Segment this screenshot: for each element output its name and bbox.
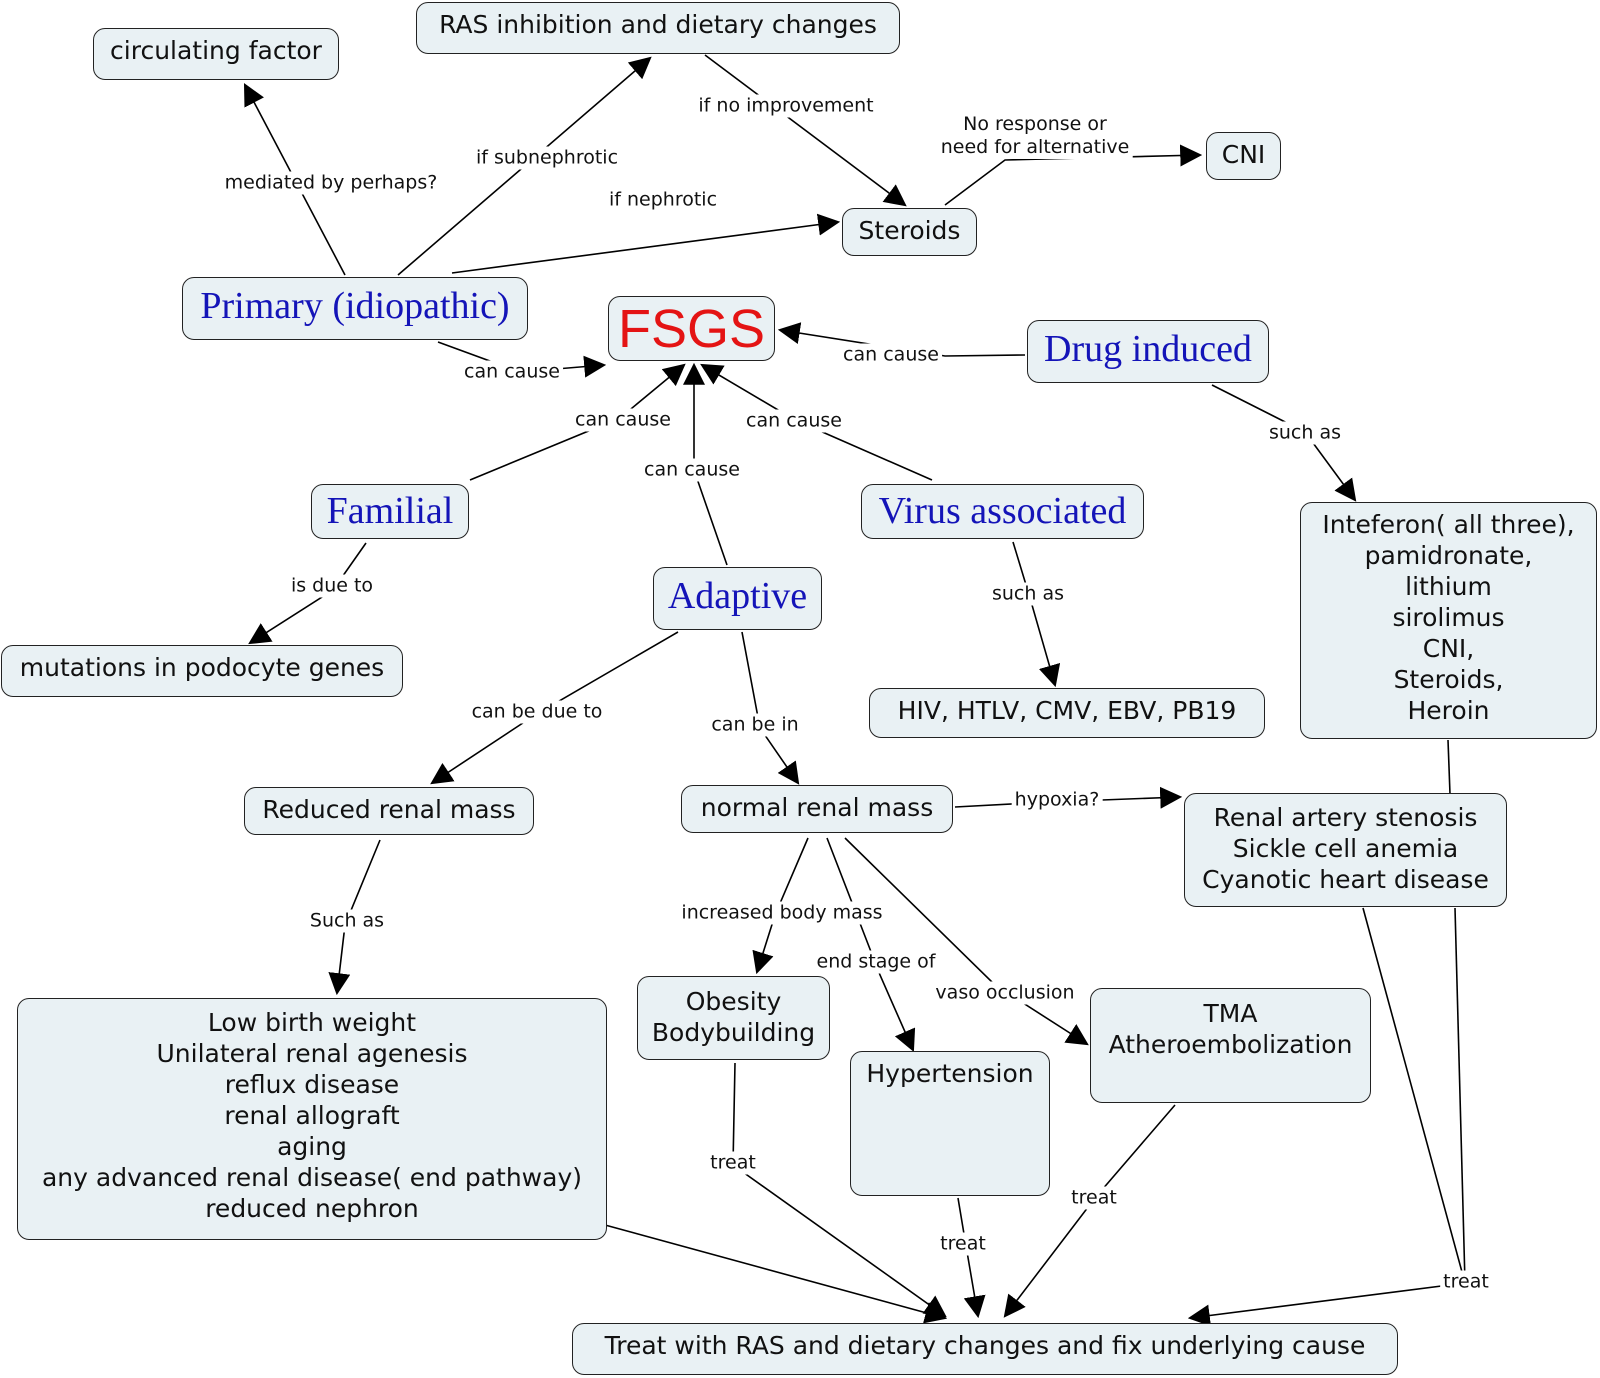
link-can-be-in: can be in	[708, 713, 802, 737]
concept-mutations-podocyte[interactable]: mutations in podocyte genes	[1, 645, 403, 697]
link-is-due-to: is due to	[287, 574, 377, 598]
link-treat-hypoxia: treat	[1440, 1270, 1492, 1294]
concept-obesity-bodybuilding[interactable]: Obesity Bodybuilding	[637, 976, 830, 1060]
link-adaptive-can-cause: can cause	[641, 458, 743, 482]
concept-reduced-mass-causes[interactable]: Low birth weight Unilateral renal agenes…	[17, 998, 607, 1240]
edge-virus-such-as	[1012, 541, 1061, 688]
edge-no-response	[944, 144, 1203, 206]
concept-drug-induced[interactable]: Drug induced	[1027, 320, 1269, 383]
link-drug-can-cause: can cause	[840, 343, 942, 367]
link-vaso-occlusion: vaso occlusion	[932, 981, 1078, 1005]
edge-drugs-to-hypoxia	[1447, 739, 1451, 795]
link-no-response: No response or need for alternative	[937, 113, 1133, 159]
link-treat-hypertension: treat	[937, 1232, 989, 1256]
concept-treatment[interactable]: Treat with RAS and dietary changes and f…	[572, 1323, 1398, 1375]
edge-vaso-occlusion	[844, 837, 1089, 1046]
link-treat-obesity: treat	[707, 1151, 759, 1175]
link-end-stage-of: end stage of	[813, 950, 939, 974]
edge-end-stage-of	[826, 837, 916, 1053]
concept-steroids[interactable]: Steroids	[842, 208, 977, 256]
concept-drugs-list[interactable]: Inteferon( all three), pamidronate, lith…	[1300, 502, 1597, 739]
link-if-subnephrotic: if subnephrotic	[472, 146, 622, 170]
link-virus-such-as: such as	[988, 582, 1068, 606]
concept-circulating-factor[interactable]: circulating factor	[93, 28, 339, 80]
edge-hypertension-treat	[957, 1197, 986, 1319]
link-familial-can-cause: can cause	[572, 408, 674, 432]
concept-reduced-renal-mass[interactable]: Reduced renal mass	[244, 787, 534, 835]
link-drug-such-as: such as	[1265, 421, 1345, 445]
link-mediated-by: mediated by perhaps?	[221, 171, 441, 195]
concept-viruses-list[interactable]: HIV, HTLV, CMV, EBV, PB19	[869, 688, 1265, 738]
link-such-as-reduced: Such as	[306, 909, 388, 933]
concept-familial[interactable]: Familial	[311, 484, 469, 539]
edge-if-no-improvement	[704, 54, 907, 207]
concept-tma-atheroembolization[interactable]: TMA Atheroembolization	[1090, 988, 1371, 1103]
edge-drug-can-cause	[777, 322, 1026, 357]
link-increased-body-mass: increased body mass	[678, 901, 886, 925]
concept-normal-renal-mass[interactable]: normal renal mass	[681, 785, 953, 833]
edge-hypoxia-treat-a	[1362, 907, 1466, 1284]
concept-hypoxia-causes[interactable]: Renal artery stenosis Sickle cell anemia…	[1184, 793, 1507, 907]
edge-hypoxia-treat-b	[1454, 907, 1466, 1284]
concept-fsgs[interactable]: FSGS	[608, 296, 775, 361]
link-if-nephrotic: if nephrotic	[605, 188, 721, 212]
concept-primary-idiopathic[interactable]: Primary (idiopathic)	[182, 277, 528, 340]
concept-virus-associated[interactable]: Virus associated	[861, 484, 1144, 539]
link-can-be-due-to: can be due to	[468, 700, 606, 724]
edge-can-be-in	[741, 631, 800, 785]
concept-hypertension[interactable]: Hypertension	[850, 1051, 1050, 1196]
edge-if-nephrotic	[451, 213, 841, 274]
link-virus-can-cause: can cause	[743, 409, 845, 433]
link-hypoxia: hypoxia?	[1011, 788, 1103, 812]
concept-cni[interactable]: CNI	[1206, 132, 1281, 180]
link-primary-can-cause: can cause	[461, 360, 563, 384]
link-treat-tma: treat	[1068, 1186, 1120, 1210]
concept-adaptive[interactable]: Adaptive	[653, 567, 822, 630]
concept-ras-inhibition[interactable]: RAS inhibition and dietary changes	[416, 2, 900, 54]
link-if-no-improvement: if no improvement	[695, 94, 877, 118]
edge-reduced-treat	[604, 1224, 948, 1324]
edge-hypoxia-treat	[1187, 1282, 1466, 1327]
